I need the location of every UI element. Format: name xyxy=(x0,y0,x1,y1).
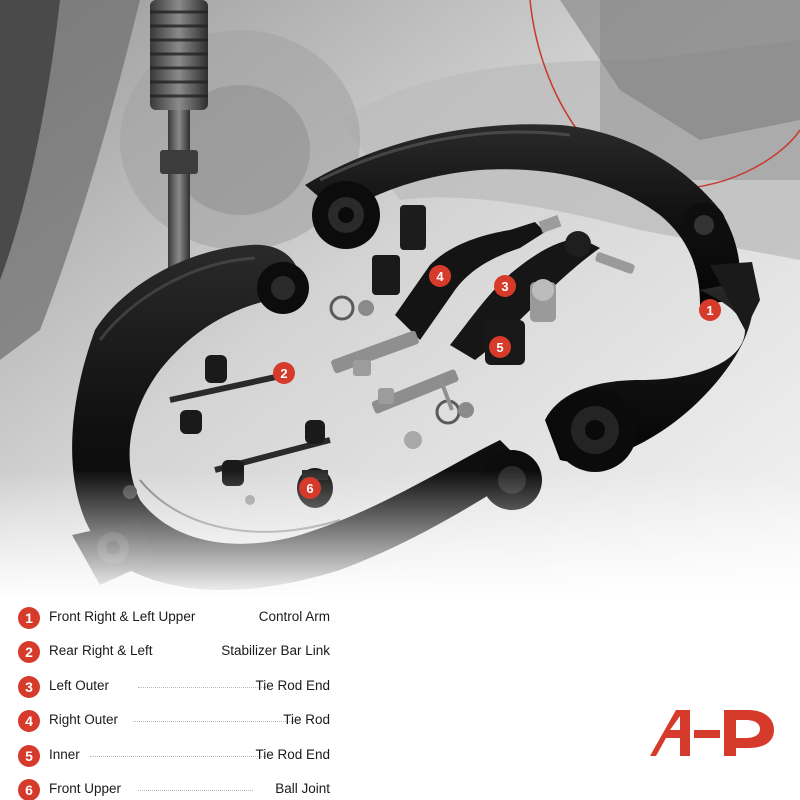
svg-text:1: 1 xyxy=(706,303,713,318)
stabilizer-bar-links xyxy=(169,355,331,486)
legend-number-badge: 4 xyxy=(18,710,40,733)
svg-text:5: 5 xyxy=(496,340,503,355)
legend-number-badge: 2 xyxy=(18,641,40,664)
legend-part-position: Rear Right & Left xyxy=(49,643,153,659)
legend-row: 1 Front Right & Left Upper Control Arm xyxy=(18,604,358,638)
legend-number-badge: 1 xyxy=(18,607,40,629)
suspension-parts-photo: 1 2 3 4 5 6 xyxy=(0,0,800,600)
legend-dotted-leader xyxy=(138,686,270,688)
legend-row: 2 Rear Right & Left Stabilizer Bar Link xyxy=(18,638,358,672)
svg-text:2: 2 xyxy=(280,366,287,381)
legend-part-position: Front Right & Left Upper xyxy=(49,609,196,624)
callout-1: 1 xyxy=(699,299,721,321)
legend-part-type: Stabilizer Bar Link xyxy=(221,643,330,659)
legend-part-type: Tie Rod End xyxy=(255,746,330,762)
shock-absorber xyxy=(150,0,208,280)
svg-text:3: 3 xyxy=(501,279,508,294)
legend-part-position: Left Outer xyxy=(49,677,110,693)
callout-4: 4 xyxy=(429,265,451,287)
legend-dotted-leader xyxy=(133,721,300,723)
callout-3: 3 xyxy=(494,275,516,297)
legend-row: 4 Right Outer Tie Rod xyxy=(18,707,358,741)
legend-part-type: Tie Rod End xyxy=(255,677,330,693)
legend-part-type: Control Arm xyxy=(258,609,330,624)
parts-legend: 1 Front Right & Left Upper Control Arm 2… xyxy=(18,604,358,800)
legend-row: 3 Left Outer Tie Rod End xyxy=(18,673,358,707)
legend-dotted-leader xyxy=(138,789,253,791)
legend-part-type: Tie Rod xyxy=(283,712,330,728)
legend-number-badge: 3 xyxy=(18,675,40,698)
svg-text:4: 4 xyxy=(436,269,444,284)
legend-part-position: Inner xyxy=(49,746,80,762)
legend-part-position: Right Outer xyxy=(49,712,119,728)
callout-2: 2 xyxy=(273,362,295,384)
legend-part-position: Front Upper xyxy=(49,780,122,796)
part-callouts: 1 2 3 4 5 6 xyxy=(273,265,721,499)
callout-6: 6 xyxy=(299,477,321,499)
legend-dotted-leader xyxy=(90,755,270,757)
hardware-nuts-washers xyxy=(245,295,474,505)
legend-number-badge: 5 xyxy=(18,744,40,767)
legend-row: 5 Inner Tie Rod End xyxy=(18,742,358,776)
legend-number-badge: 6 xyxy=(18,778,40,800)
svg-text:6: 6 xyxy=(306,481,313,496)
a-premium-logo-icon xyxy=(650,710,774,756)
upper-control-arm xyxy=(305,124,760,472)
callout-5: 5 xyxy=(489,336,511,358)
legend-row: 6 Front Upper Ball Joint xyxy=(18,776,358,800)
legend-part-type: Ball Joint xyxy=(275,780,330,796)
